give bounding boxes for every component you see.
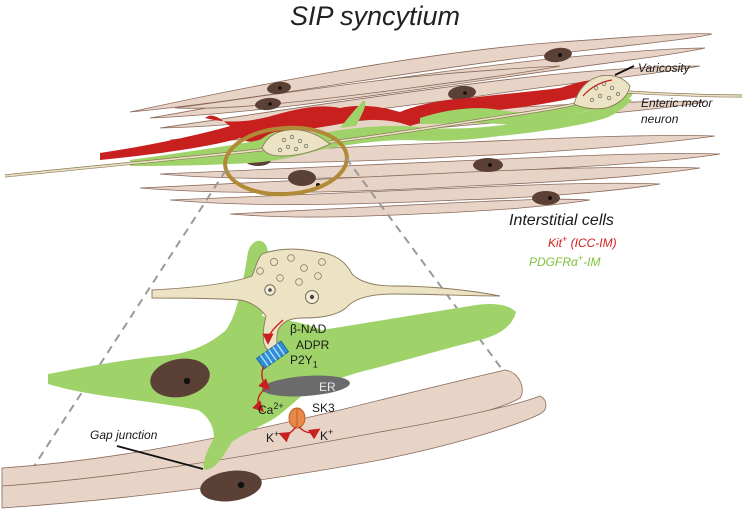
pdgfr-nucleus-zoom <box>150 358 210 398</box>
interstitial-cells-heading: Interstitial cells <box>509 212 614 229</box>
beta-nad-label: β-NAD <box>290 322 327 336</box>
gap-junction-label: Gap junction <box>90 428 158 442</box>
p2y1-receptor-icon <box>255 340 290 370</box>
kit-icc-legend: Kit+ (ICC-IM) <box>548 234 617 250</box>
figure-title: SIP syncytium <box>289 1 461 31</box>
enteric-motor-neuron-axon <box>627 91 743 97</box>
sk3-label: SK3 <box>312 401 335 415</box>
smooth-muscle-cell <box>169 182 661 206</box>
smc-nucleus <box>448 85 476 101</box>
smooth-muscle-cell <box>174 65 561 109</box>
pdgfr-legend: PDGFRα+-IM <box>529 253 601 269</box>
gap-junction-pointer <box>116 445 204 470</box>
er-organelle <box>262 375 350 397</box>
er-label: ER <box>319 380 336 394</box>
varicosity-pointer <box>614 65 635 76</box>
k-right-label: K+ <box>320 427 334 443</box>
adpr-label: ADPR <box>296 338 330 352</box>
varicosity-label: Varicosity <box>638 61 690 75</box>
smc-nucleus <box>255 97 281 111</box>
smooth-muscle-cell <box>139 166 701 193</box>
enteric-motor-neuron-axon <box>329 103 576 143</box>
smc-nucleus <box>288 170 316 186</box>
smc-nucleolus <box>237 481 245 489</box>
smc-nucleus <box>532 191 560 205</box>
p2y1-label: P2Y1 <box>290 353 318 370</box>
enteric-motor-neuron-label-line2: neuron <box>641 112 679 126</box>
highlight-ring <box>223 125 349 197</box>
enteric-motor-neuron-label-line1: Enteric motor <box>641 96 713 110</box>
k-left-label: K+ <box>266 429 280 445</box>
vesicles-zoom <box>256 254 326 304</box>
enteric-motor-neuron-zoom <box>151 248 501 354</box>
smooth-muscle-cell <box>229 198 591 218</box>
varicosity-shape <box>261 129 331 157</box>
pdgfr-nucleolus <box>183 377 191 385</box>
pdgfr-im-cell <box>130 97 632 166</box>
vesicles-top <box>278 81 620 152</box>
pdgfr-im-branch <box>340 100 366 128</box>
signaling-arrows <box>252 319 321 443</box>
smc-nucleus-zoom <box>200 470 262 502</box>
smooth-muscle-bundle-top <box>129 33 721 218</box>
zoom-lines <box>17 157 505 492</box>
ca-label: Ca2+ <box>258 401 284 417</box>
pdgfr-im-cell <box>420 90 633 125</box>
varicosity-shape <box>573 75 631 110</box>
